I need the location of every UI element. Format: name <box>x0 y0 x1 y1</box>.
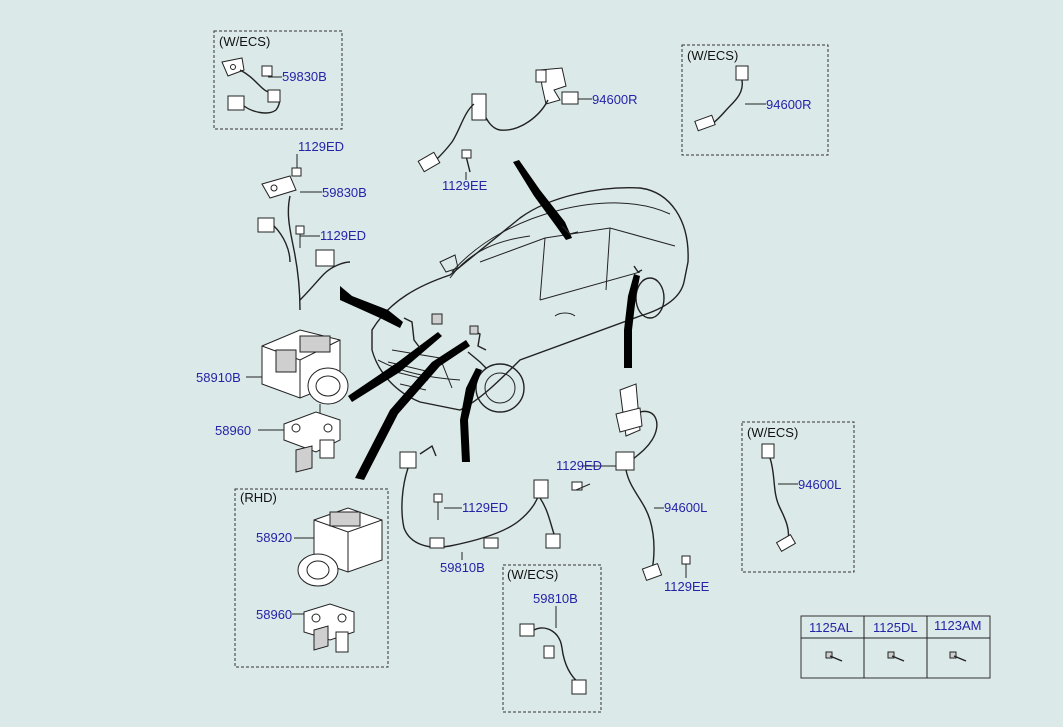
rhd-box: (RHD) 58920 58960 <box>234 488 389 668</box>
car-sensor-markers <box>403 225 643 369</box>
part-number-58960: 58960 <box>256 607 292 622</box>
table-header-1125DL: 1125DL <box>873 620 918 635</box>
part-number-94600R: 94600R <box>766 97 812 112</box>
variant-label-wecs: (W/ECS) <box>219 34 270 49</box>
bolt-icon <box>887 651 905 662</box>
part-number-58960: 58960 <box>215 423 251 438</box>
bolt-icon <box>949 651 967 662</box>
part-number-58920: 58920 <box>256 530 292 545</box>
part-number-1129ED: 1129ED <box>298 139 344 154</box>
wecs-box-top-left: (W/ECS) 59830B <box>213 30 343 130</box>
table-header-1125AL: 1125AL <box>809 620 853 635</box>
variant-label-wecs: (W/ECS) <box>687 48 738 63</box>
hecu-58910B: 58910B <box>196 329 349 416</box>
sensor-59830B-front: 1129ED 59830B 1129ED <box>257 139 367 311</box>
part-number-59810B: 59810B <box>440 560 485 575</box>
part-number-94600L: 94600L <box>664 500 707 515</box>
wecs-box-bottom-center: (W/ECS) 59810B <box>502 564 602 713</box>
sensor-59810B-rear: 59810B 1129ED <box>399 444 561 575</box>
part-number-58910B: 58910B <box>196 370 241 385</box>
fastener-table: 1125AL 1125DL 1123AM <box>800 615 991 679</box>
part-number-59810B: 59810B <box>533 591 578 606</box>
part-number-1129EE: 1129EE <box>442 178 488 193</box>
part-number-59830B: 59830B <box>322 185 367 200</box>
vehicle-illustration <box>371 187 689 413</box>
wecs-box-top-right: (W/ECS) 94600R <box>681 44 829 156</box>
variant-label-rhd: (RHD) <box>240 490 277 505</box>
part-number-1129ED: 1129ED <box>462 500 508 515</box>
part-number-1129ED: 1129ED <box>556 458 602 473</box>
bracket-58960: 58960 <box>215 411 341 473</box>
part-number-59830B: 59830B <box>282 69 327 84</box>
part-number-1129EE: 1129EE <box>664 579 710 594</box>
wecs-box-mid-right: (W/ECS) 94600L <box>741 421 855 573</box>
part-number-94600R: 94600R <box>592 92 638 107</box>
part-number-94600L: 94600L <box>798 477 841 492</box>
bolt-icon <box>825 651 843 662</box>
variant-label-wecs: (W/ECS) <box>747 425 798 440</box>
callout-arrows <box>340 160 640 480</box>
table-header-1123AM: 1123AM <box>934 618 981 633</box>
sensor-94600L-rear: 1129ED 94600L 1129EE <box>556 383 710 594</box>
sensor-94600R-top: 94600R 1129EE <box>417 67 638 193</box>
part-number-1129ED: 1129ED <box>320 228 366 243</box>
variant-label-wecs: (W/ECS) <box>507 567 558 582</box>
